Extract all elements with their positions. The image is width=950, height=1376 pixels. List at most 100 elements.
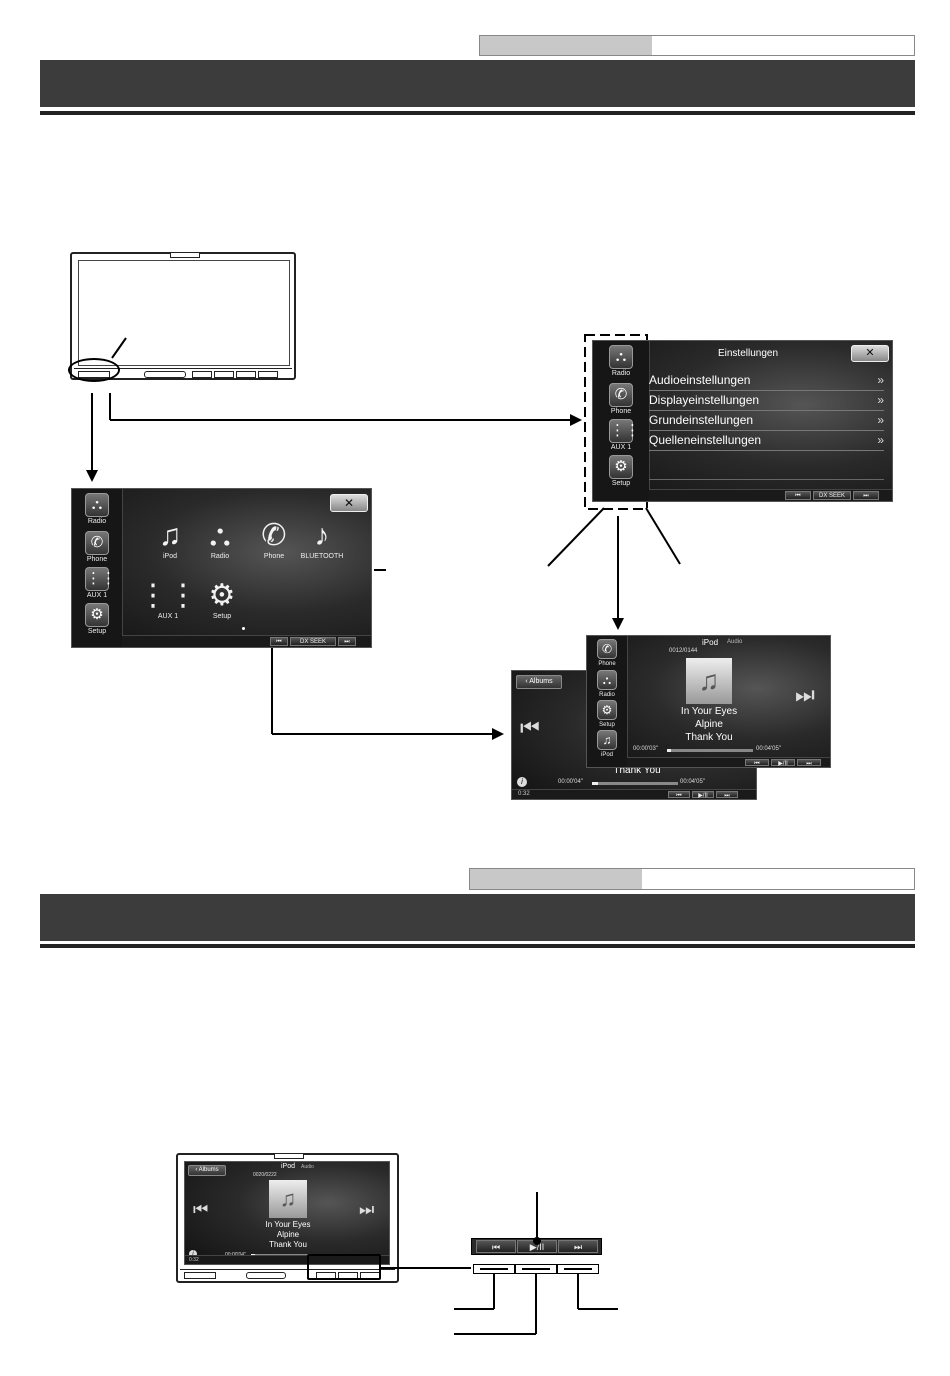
- chevron-right-icon: »: [877, 373, 884, 387]
- side-item-radio[interactable]: ⛬ Radio: [587, 670, 627, 698]
- albums-back-button[interactable]: ‹ Albums: [188, 1165, 226, 1176]
- setup-item-source[interactable]: Quelleneinstellungen »: [649, 431, 884, 451]
- head-unit-button: [236, 371, 256, 378]
- prev-track-button[interactable]: ⏮: [270, 637, 288, 646]
- device-bottom-bar: 0:32: [185, 1255, 389, 1264]
- song-title: In Your Eyes: [265, 1220, 311, 1229]
- music-note-icon: ♫: [158, 519, 182, 552]
- setup-side-menu: ⛬ Radio ✆ Phone ⋮⋮ AUX 1 ⚙ Setup: [593, 341, 650, 501]
- time-elapsed: 00:00'04": [558, 779, 583, 785]
- next-track-large-button[interactable]: ⏭: [359, 1200, 375, 1219]
- side-item-setup[interactable]: ⚙ Setup: [593, 455, 649, 487]
- head-unit-button: [214, 371, 234, 378]
- side-item-phone[interactable]: ✆ Phone: [587, 639, 627, 667]
- setup-bottom-bar: ⏮ DX SEEK ⏭: [649, 489, 892, 501]
- setup-item-general[interactable]: Grundeinstellungen »: [649, 411, 884, 431]
- next-track-button[interactable]: ⏭: [716, 791, 738, 799]
- menu-button-highlight-circle: [68, 358, 120, 382]
- side-item-label: Radio: [87, 518, 107, 525]
- setup-item-label: Quelleneinstellungen: [649, 433, 762, 447]
- head-unit-button: [258, 371, 278, 378]
- source-label: Phone: [263, 553, 285, 560]
- section-tab-shade: [470, 869, 642, 889]
- section-tab-shade: [480, 36, 652, 55]
- chevron-right-icon: »: [877, 393, 884, 407]
- dx-seek-button[interactable]: DX SEEK: [290, 637, 336, 646]
- section-header-rule-bottom: [40, 944, 915, 948]
- side-item-aux[interactable]: ⋮⋮ AUX 1: [72, 567, 122, 599]
- source-radio[interactable]: ⛬ Radio: [190, 519, 250, 560]
- side-item-ipod[interactable]: ♫ iPod: [587, 730, 627, 758]
- section-tab-top: [479, 35, 915, 56]
- head-unit-button: [144, 371, 186, 378]
- setup-item-display[interactable]: Displayeinstellungen »: [649, 391, 884, 411]
- side-item-setup[interactable]: ⚙ Setup: [72, 603, 122, 635]
- hardware-prev-button[interactable]: [473, 1264, 515, 1274]
- track-count: 0020/0222: [253, 1172, 277, 1178]
- next-track-large-button[interactable]: ⏭: [795, 682, 815, 707]
- source-label: AUX 1: [157, 613, 179, 620]
- side-item-radio[interactable]: ⛬ Radio: [72, 493, 122, 525]
- albums-back-button[interactable]: ‹ Albums: [516, 675, 562, 689]
- artist-name: Alpine: [276, 1230, 300, 1239]
- side-item-phone[interactable]: ✆ Phone: [593, 383, 649, 415]
- info-icon[interactable]: i: [189, 1250, 197, 1258]
- setup-title: Einstellungen: [717, 348, 779, 359]
- zoomed-control-bar: ⏮ ▶/II ⏭: [471, 1238, 602, 1255]
- setup-screen: ⛬ Radio ✆ Phone ⋮⋮ AUX 1 ⚙ Setup Einstel…: [592, 340, 893, 502]
- head-unit-slot: [274, 1154, 304, 1159]
- head-unit-button: [192, 371, 212, 378]
- chevron-right-icon: »: [877, 433, 884, 447]
- zoom-prev-button[interactable]: ⏮: [476, 1240, 516, 1253]
- progress-fill: [667, 749, 672, 752]
- source-label: BLUETOOTH: [300, 553, 344, 560]
- aux-icon: ⋮⋮: [85, 567, 116, 591]
- setup-item-audio[interactable]: Audioeinstellungen »: [649, 371, 884, 391]
- section-header-bar-top: [40, 60, 915, 107]
- setup-item-label: Audioeinstellungen: [649, 373, 751, 387]
- section-tab-bottom: [469, 868, 915, 890]
- play-pause-button[interactable]: ▶/II: [771, 759, 795, 767]
- radio-tower-icon: ⛬: [209, 519, 231, 552]
- source-bluetooth[interactable]: ♪ BLUETOOTH: [292, 519, 352, 560]
- source-aux[interactable]: ⋮⋮ AUX 1: [138, 579, 198, 620]
- prev-track-button[interactable]: ⏮: [745, 759, 769, 767]
- head-unit-screen: [78, 260, 290, 366]
- aux-icon: ⋮⋮: [138, 579, 198, 612]
- prev-track-button[interactable]: ⏮: [785, 491, 811, 500]
- hardware-next-button[interactable]: [557, 1264, 599, 1274]
- side-item-label: AUX 1: [86, 592, 108, 599]
- source-title: iPod: [702, 638, 719, 647]
- side-item-setup[interactable]: ⚙ Setup: [587, 700, 627, 728]
- next-track-button[interactable]: ⏭: [853, 491, 879, 500]
- side-item-radio[interactable]: ⛬ Radio: [593, 345, 649, 377]
- prev-track-large-button[interactable]: ⏮: [193, 1200, 209, 1219]
- source-phone[interactable]: ✆ Phone: [244, 519, 304, 560]
- prev-track-button[interactable]: ⏮: [668, 791, 690, 799]
- head-unit-button: [184, 1272, 216, 1279]
- side-item-phone[interactable]: ✆ Phone: [72, 531, 122, 563]
- close-button[interactable]: ✕: [330, 494, 368, 512]
- next-track-button[interactable]: ⏭: [797, 759, 821, 767]
- setup-wrench-icon: ⚙: [609, 455, 633, 479]
- next-track-button[interactable]: ⏭: [338, 637, 356, 646]
- prev-track-large-button[interactable]: ⏮: [520, 715, 540, 740]
- info-icon[interactable]: i: [517, 777, 527, 787]
- play-pause-button[interactable]: ▶/II: [692, 791, 714, 799]
- zoom-next-button[interactable]: ⏭: [558, 1240, 598, 1253]
- song-title-partial: Thank You: [613, 765, 661, 776]
- close-button[interactable]: ✕: [851, 345, 889, 362]
- side-item-aux[interactable]: ⋮⋮ AUX 1: [593, 419, 649, 451]
- phone-icon: ✆: [597, 639, 617, 659]
- source-ipod[interactable]: ♫ iPod: [140, 519, 200, 560]
- source-setup[interactable]: ⚙ Setup: [192, 579, 252, 620]
- section-header-rule-top: [40, 111, 915, 115]
- dx-seek-button[interactable]: DX SEEK: [813, 491, 851, 500]
- albums-back-label: Albums: [198, 1167, 219, 1173]
- hardware-play-button[interactable]: [515, 1264, 557, 1274]
- chevron-right-icon: »: [877, 413, 884, 427]
- song-title: In Your Eyes: [680, 706, 738, 717]
- ipod-back-bottom-bar: 0:32 ⏮ ▶/II ⏭: [512, 789, 756, 799]
- side-item-label: Setup: [87, 628, 107, 635]
